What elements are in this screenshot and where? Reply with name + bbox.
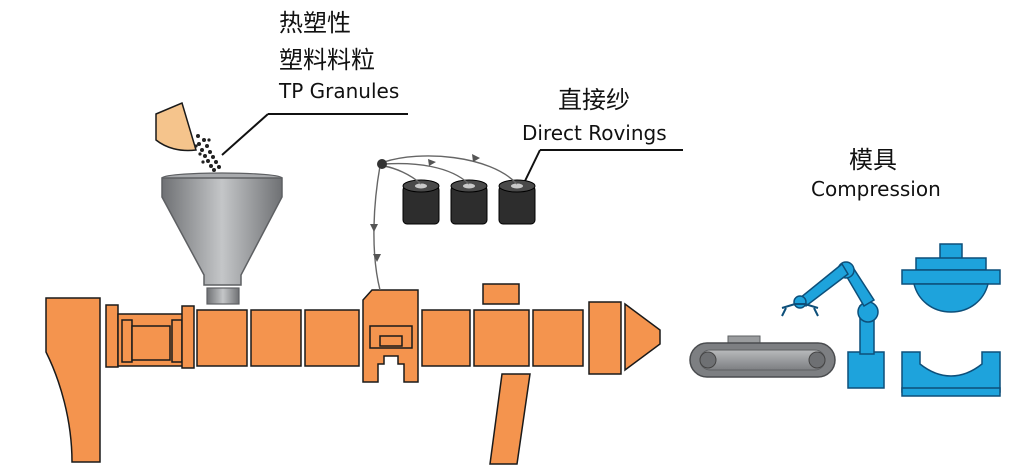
hopper [161,172,283,305]
spool-2 [450,179,488,225]
mold-label-cn: 模具 [849,146,897,174]
motor-housing [45,297,101,463]
extruder-machine [45,283,661,465]
barrel-segment-4 [421,309,471,367]
barrel-segment-5 [473,309,530,367]
granules-label-cn-line2: 塑料料粒 [279,46,375,74]
granules-leader-diagonal [221,113,269,156]
die-nozzle [624,302,661,372]
barrel-segment-7 [588,301,622,375]
barrel-segment-3 [304,309,360,367]
granules-label-en: TP Granules [278,79,399,103]
scoop-icon [155,101,197,152]
rovings-label-en: Direct Rovings [522,121,667,145]
support-leg [489,373,531,465]
robot-arm [781,261,885,389]
barrel-segment-6 [532,309,584,367]
robot-base [847,351,885,389]
mold-label-en: Compression [811,177,941,201]
compression-mold [901,243,1001,397]
spool-1 [402,179,440,225]
guide-eyelet [377,159,387,169]
mold-top-dome [913,283,989,313]
conveyor-belt [689,335,836,378]
robot-gripper [781,303,819,309]
rovings-leader-diagonal [523,149,541,184]
mold-bottom-cavity [901,351,1001,393]
roving-spools [402,179,536,225]
drive-plate [105,304,119,368]
spool-3 [498,179,536,225]
barrel-segment-2 [250,309,302,367]
rovings-label-cn: 直接纱 [558,86,630,114]
vent-cap [482,283,520,305]
granules-stream [194,134,221,172]
roving-threads [370,154,518,291]
barrel-segment-1 [196,309,248,367]
granules-label-cn-line1: 热塑性 [279,9,351,37]
